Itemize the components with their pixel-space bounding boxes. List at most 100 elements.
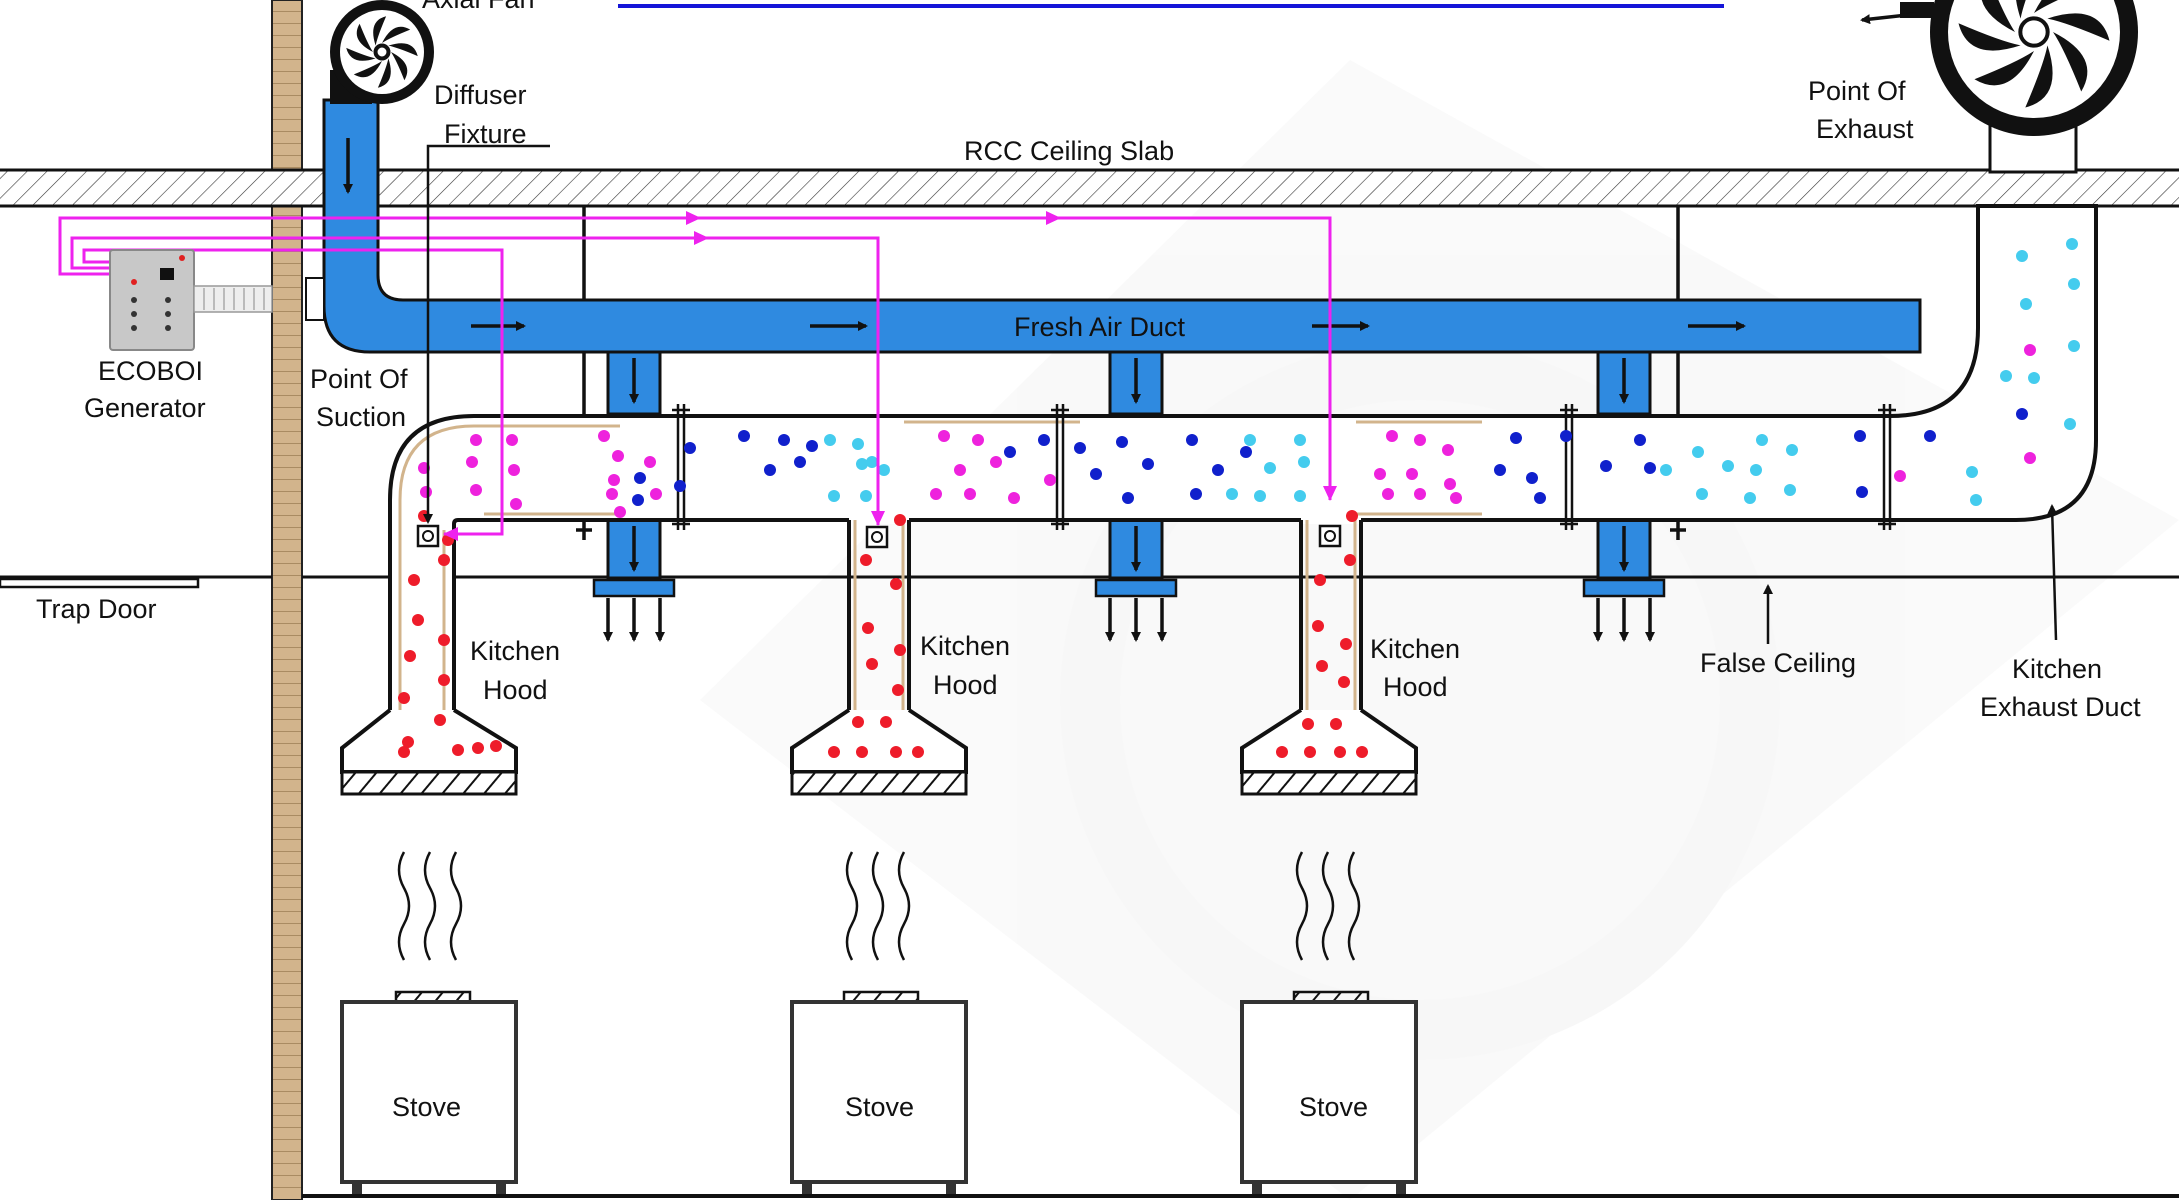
particle xyxy=(1744,492,1756,504)
particle xyxy=(890,578,902,590)
particle xyxy=(930,488,942,500)
point-of-exhaust-label-line1: Point Of xyxy=(1808,76,1906,106)
particle xyxy=(990,456,1002,468)
particle xyxy=(684,442,696,454)
kitchen-hood-2-label-line1: Kitchen xyxy=(920,631,1010,661)
particle xyxy=(1330,718,1342,730)
air-particles xyxy=(398,238,2080,758)
fan-blade xyxy=(2053,32,2088,92)
fan-blade xyxy=(2025,45,2053,108)
particle xyxy=(1116,436,1128,448)
ecoboi-generator-label-line2: Generator xyxy=(84,393,206,423)
particle xyxy=(1316,660,1328,672)
particle xyxy=(856,458,868,470)
particle xyxy=(1534,492,1546,504)
stove-1-label: Stove xyxy=(392,1092,461,1122)
particle xyxy=(438,634,450,646)
particle xyxy=(490,740,502,752)
point-of-suction-label-line2: Suction xyxy=(316,402,406,432)
particle xyxy=(1634,434,1646,446)
particle xyxy=(608,474,620,486)
particle xyxy=(1344,554,1356,566)
particle xyxy=(894,644,906,656)
particle xyxy=(674,480,686,492)
particle xyxy=(1346,510,1358,522)
particle xyxy=(1186,434,1198,446)
particle xyxy=(878,464,890,476)
particle xyxy=(1784,484,1796,496)
particle xyxy=(1382,488,1394,500)
diffuser-fixture-label-line1: Diffuser xyxy=(434,80,527,110)
particle xyxy=(1298,456,1310,468)
particle xyxy=(644,456,656,468)
particle xyxy=(404,650,416,662)
particle xyxy=(510,498,522,510)
particle xyxy=(2016,250,2028,262)
particle xyxy=(470,484,482,496)
particle xyxy=(1334,746,1346,758)
fan-blade xyxy=(388,43,418,57)
point-of-suction-label-line1: Point Of xyxy=(310,364,408,394)
particle xyxy=(650,488,662,500)
particle xyxy=(1786,444,1798,456)
particle xyxy=(1294,434,1306,446)
kitchen-hood-3-label-line2: Hood xyxy=(1383,672,1448,702)
particle xyxy=(1450,492,1462,504)
axial-fan xyxy=(330,0,434,104)
particle xyxy=(1044,474,1056,486)
particle xyxy=(2024,344,2036,356)
fan-blade xyxy=(356,23,373,52)
particle xyxy=(1696,488,1708,500)
particle xyxy=(794,456,806,468)
label-pointers xyxy=(423,144,2058,644)
particle xyxy=(1038,434,1050,446)
particle xyxy=(852,716,864,728)
particle xyxy=(632,494,644,506)
particle xyxy=(398,746,410,758)
particle xyxy=(1600,460,1612,472)
fan-blade xyxy=(1981,0,2015,32)
hood-branch-3 xyxy=(1299,516,1363,720)
particle xyxy=(1970,494,1982,506)
axial-fan-label: Axial Fan xyxy=(422,0,535,14)
fan-blade xyxy=(2016,0,2026,19)
fan-blade xyxy=(2034,0,2059,13)
particle xyxy=(1294,490,1306,502)
fan-blade xyxy=(346,47,376,61)
particle xyxy=(442,534,454,546)
particle xyxy=(1644,462,1656,474)
particle xyxy=(972,434,984,446)
particle xyxy=(398,692,410,704)
fresh-air-duct-label: Fresh Air Duct xyxy=(1014,312,1186,342)
ecoboi-generator-label-line1: ECOBOI xyxy=(98,356,203,386)
particle xyxy=(852,438,864,450)
stove-3-label: Stove xyxy=(1299,1092,1368,1122)
particle xyxy=(1304,746,1316,758)
particle xyxy=(1244,434,1256,446)
particle xyxy=(856,746,868,758)
particle xyxy=(470,434,482,446)
kitchen-hood-1-label-line2: Hood xyxy=(483,675,548,705)
particle xyxy=(890,746,902,758)
particle xyxy=(1510,432,1522,444)
particle xyxy=(824,434,836,446)
particle xyxy=(1264,462,1276,474)
fresh-air-flow-arrows xyxy=(343,138,1746,642)
particle xyxy=(634,472,646,484)
particle xyxy=(806,440,818,452)
diffuser-fixture-2 xyxy=(865,525,889,549)
fan-blade xyxy=(373,16,387,46)
particle xyxy=(892,684,904,696)
particle xyxy=(1276,746,1288,758)
control-wiring xyxy=(58,211,1337,541)
duct-dampers xyxy=(672,404,1896,530)
rcc-ceiling-slab-label: RCC Ceiling Slab xyxy=(964,136,1174,166)
kitchen-exhaust-duct-label-line1: Kitchen xyxy=(2012,654,2102,684)
particle xyxy=(1442,444,1454,456)
particle xyxy=(1338,676,1350,688)
particle xyxy=(1414,488,1426,500)
particle xyxy=(434,714,446,726)
ecoboi-generator xyxy=(109,249,325,351)
fan-blade xyxy=(353,61,382,78)
